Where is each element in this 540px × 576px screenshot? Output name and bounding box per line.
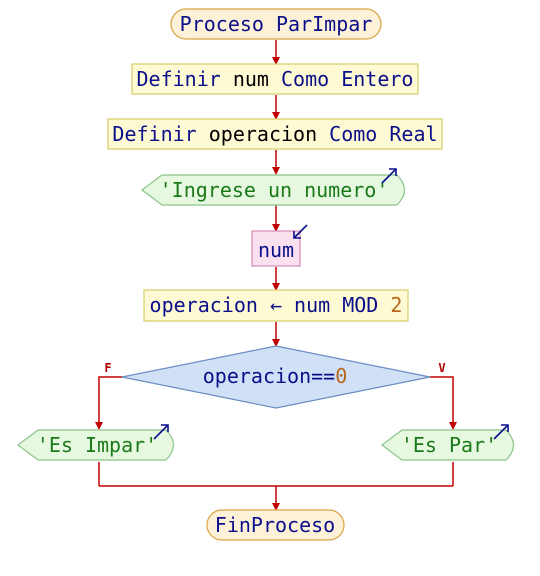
start-label: Proceso ParImpar	[180, 12, 373, 36]
define-op-keyword: Definir	[112, 122, 196, 146]
define-num-box	[131, 63, 419, 95]
define-op-como: Como	[329, 122, 377, 146]
assign-label: operacion ← num MOD 2	[150, 293, 403, 317]
read-label: num	[258, 238, 294, 262]
write-prompt-label: 'Ingrese un numero'	[160, 178, 389, 202]
assign-value: 2	[390, 293, 402, 317]
decision-op: ==	[311, 364, 335, 388]
true-branch-line	[430, 376, 457, 430]
write-odd-shape	[17, 429, 175, 461]
connectors	[95, 40, 457, 511]
decision-var: operacion	[203, 364, 311, 388]
define-op-var: operacion	[197, 122, 329, 146]
output-arrow-icon	[381, 168, 397, 184]
assign-var: num	[294, 293, 330, 317]
write-even-shape	[381, 429, 515, 461]
true-branch-label: V	[438, 361, 445, 375]
define-op-box	[107, 118, 443, 150]
define-num-label: Definir num Como Entero	[137, 67, 414, 91]
write-prompt-shape	[141, 174, 406, 206]
assign-mod: MOD	[330, 293, 390, 317]
define-num-type: Entero	[329, 67, 413, 91]
define-op-type: Real	[377, 122, 437, 146]
output-arrow-icon	[153, 424, 169, 440]
false-branch-line	[95, 376, 122, 430]
assign-target: operacion	[150, 293, 258, 317]
end-terminal	[206, 509, 345, 541]
write-odd-label: 'Es Impar'	[37, 433, 157, 457]
read-box	[251, 230, 301, 267]
end-label: FinProceso	[215, 513, 335, 537]
assign-arrow: ←	[258, 293, 294, 317]
write-even-label: 'Es Par'	[401, 433, 497, 457]
input-arrow-icon	[293, 224, 308, 239]
decision-label: operacion==0	[203, 364, 348, 388]
assign-box	[143, 289, 409, 322]
false-branch-label: F	[104, 361, 111, 375]
decision-value: 0	[335, 364, 347, 388]
output-arrow-icon	[493, 424, 509, 440]
define-num-keyword: Definir	[137, 67, 221, 91]
define-op-label: Definir operacion Como Real	[112, 122, 437, 146]
start-terminal	[170, 8, 382, 40]
define-num-var: num	[221, 67, 281, 91]
define-num-como: Como	[281, 67, 329, 91]
decision-diamond	[121, 345, 431, 409]
